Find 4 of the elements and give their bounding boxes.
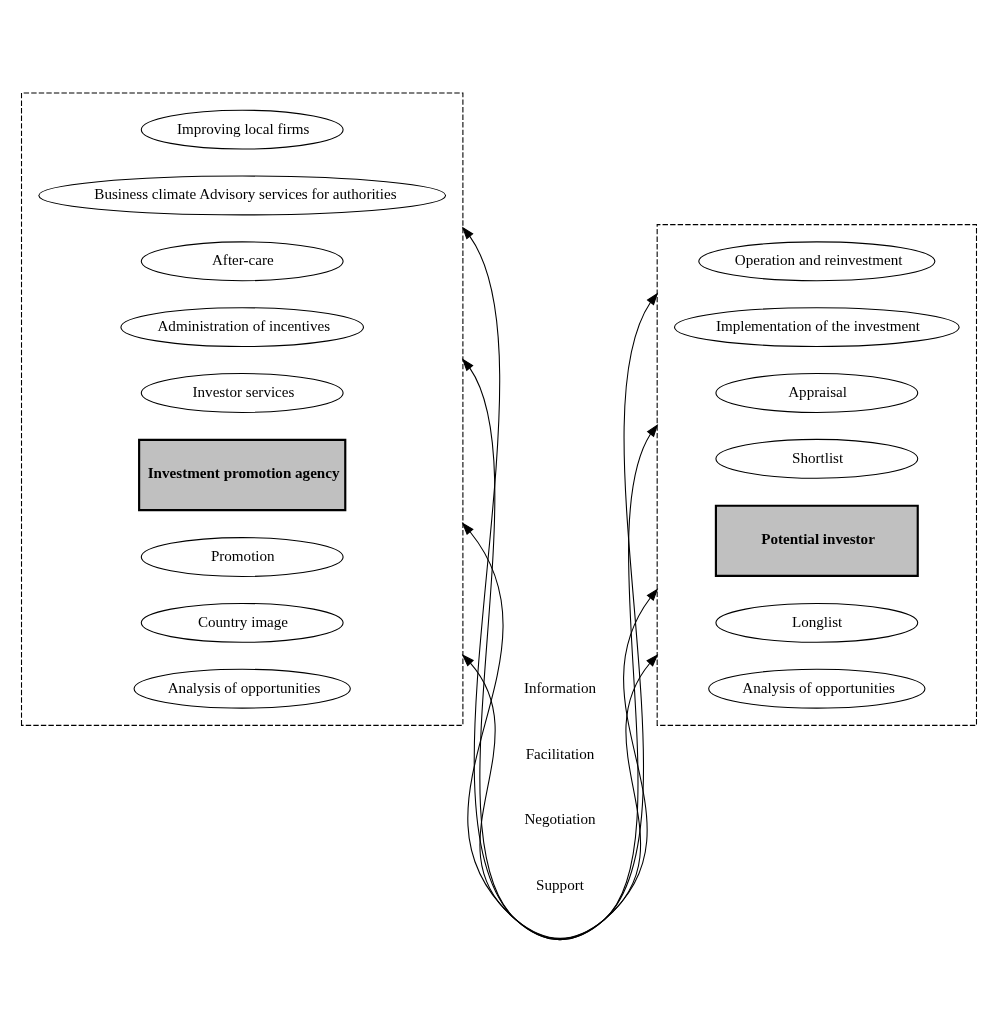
label: Negotiation xyxy=(524,810,596,827)
label: Information xyxy=(523,679,597,696)
label: Support xyxy=(536,876,584,893)
label: Facilitation xyxy=(525,745,595,762)
